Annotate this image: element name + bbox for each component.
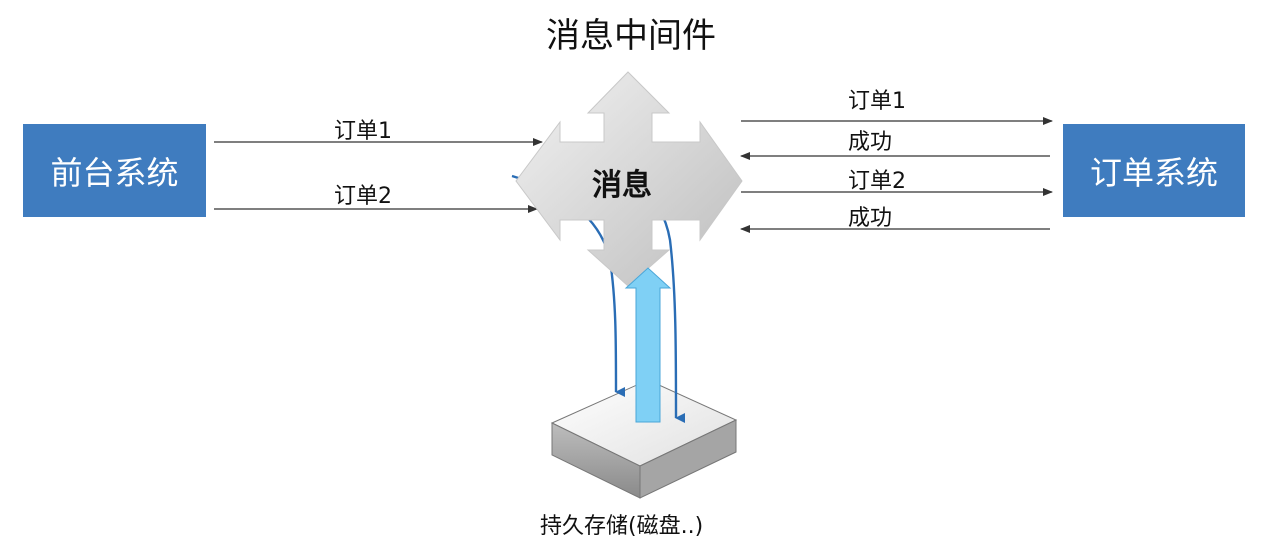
store-up-arrow-icon <box>624 267 672 423</box>
left-flow-label-order1: 订单1 <box>334 119 392 144</box>
left-flow-label-order2: 订单2 <box>334 184 392 209</box>
right-flow-label-order2: 订单2 <box>848 169 906 194</box>
front-system-label: 前台系统 <box>50 153 179 192</box>
order-system-box: 订单系统 <box>1063 124 1245 217</box>
storage-label: 持久存储(磁盘..) <box>540 514 704 539</box>
right-flow-label-success1: 成功 <box>848 130 893 155</box>
right-flow-label-order1: 订单1 <box>848 89 906 114</box>
front-system-box: 前台系统 <box>23 124 206 217</box>
right-flow-label-success2: 成功 <box>848 206 893 231</box>
storage-box-icon <box>550 379 738 499</box>
message-hub-label: 消息 <box>592 168 652 203</box>
order-system-label: 订单系统 <box>1089 153 1218 192</box>
diagram-title: 消息中间件 <box>546 16 716 56</box>
